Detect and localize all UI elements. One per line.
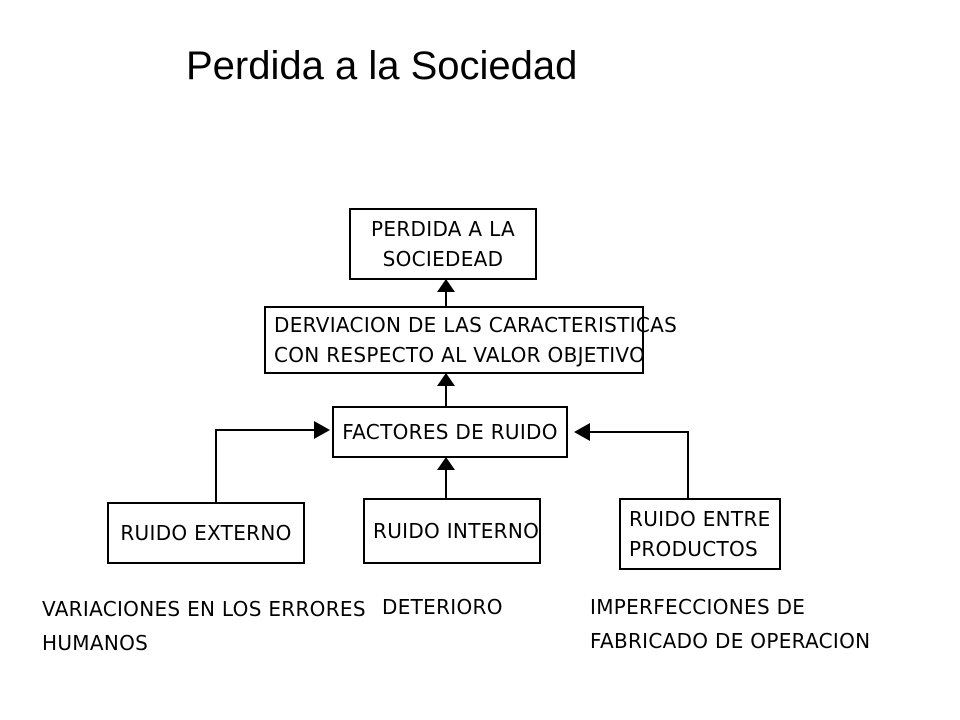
note-externo: VARIACIONES EN LOS ERRORES HUMANOS [42,592,366,660]
note-externo-line-1: VARIACIONES EN LOS ERRORES [42,597,366,621]
note-interno: DETERIORO [382,590,503,624]
box-ruido-externo: RUIDO EXTERNO [107,502,305,564]
note-interno-line-1: DETERIORO [382,595,503,619]
box-perdida-sociedad: PERDIDA A LA SOCIEDEAD [349,208,537,280]
box-perdida-line-1: PERDIDA A LA [371,217,515,241]
arrowhead-up-perdida [437,279,455,292]
box-derivacion-line-2: CON RESPECTO AL VALOR OBJETIVO [274,343,646,367]
arrowhead-up-factores [437,457,455,470]
connector-externo-to-factores [215,429,318,502]
arrowhead-left-entre [574,423,590,441]
box-factores-line-1: FACTORES DE RUIDO [342,420,558,444]
arrowhead-up-derivacion [437,373,455,386]
note-externo-line-2: HUMANOS [42,631,149,655]
box-ruido-entre-productos: RUIDO ENTRE PRODUCTOS [619,498,781,570]
box-entre-line-2: PRODUCTOS [629,537,759,561]
note-entre-line-1: IMPERFECCIONES DE [590,595,806,619]
box-ruido-interno: RUIDO INTERNO [363,498,541,564]
box-externo-line-1: RUIDO EXTERNO [120,521,292,545]
page-title: Perdida a la Sociedad [186,44,578,88]
box-factores-ruido: FACTORES DE RUIDO [332,406,568,458]
box-interno-line-1: RUIDO INTERNO [373,519,540,543]
box-derivacion: DERVIACION DE LAS CARACTERISTICAS CON RE… [264,306,677,374]
connector-entre-to-factores [580,431,689,498]
box-perdida-line-2: SOCIEDEAD [382,247,504,271]
note-entre: IMPERFECCIONES DE FABRICADO DE OPERACION [590,590,870,658]
arrowhead-right-externo [314,421,330,439]
box-derivacion-line-1: DERVIACION DE LAS CARACTERISTICAS [274,313,678,337]
box-entre-line-1: RUIDO ENTRE [629,507,771,531]
note-entre-line-2: FABRICADO DE OPERACION [590,629,871,653]
